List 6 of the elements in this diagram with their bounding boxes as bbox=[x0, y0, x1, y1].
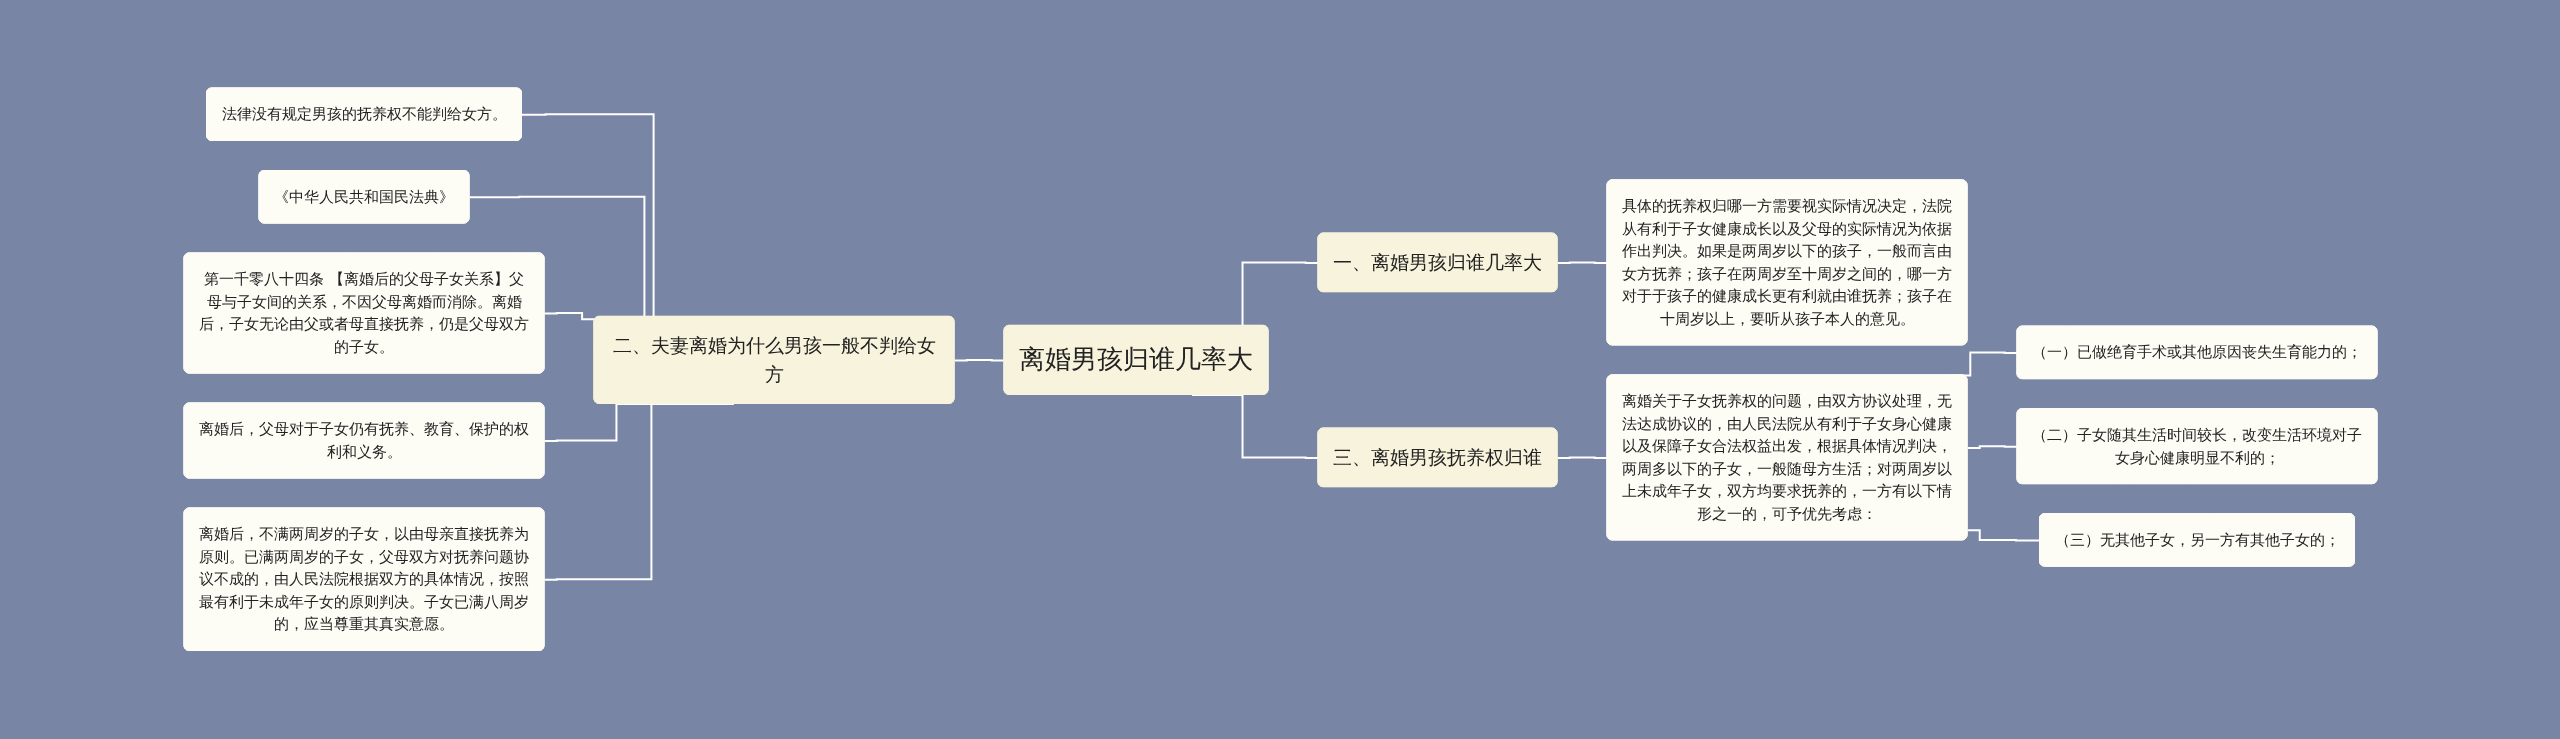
connector bbox=[1966, 529, 2041, 542]
connector bbox=[1556, 261, 1608, 265]
connector bbox=[1966, 445, 2018, 450]
connector bbox=[953, 359, 1005, 362]
connector bbox=[1556, 456, 1608, 460]
connector bbox=[543, 312, 596, 321]
